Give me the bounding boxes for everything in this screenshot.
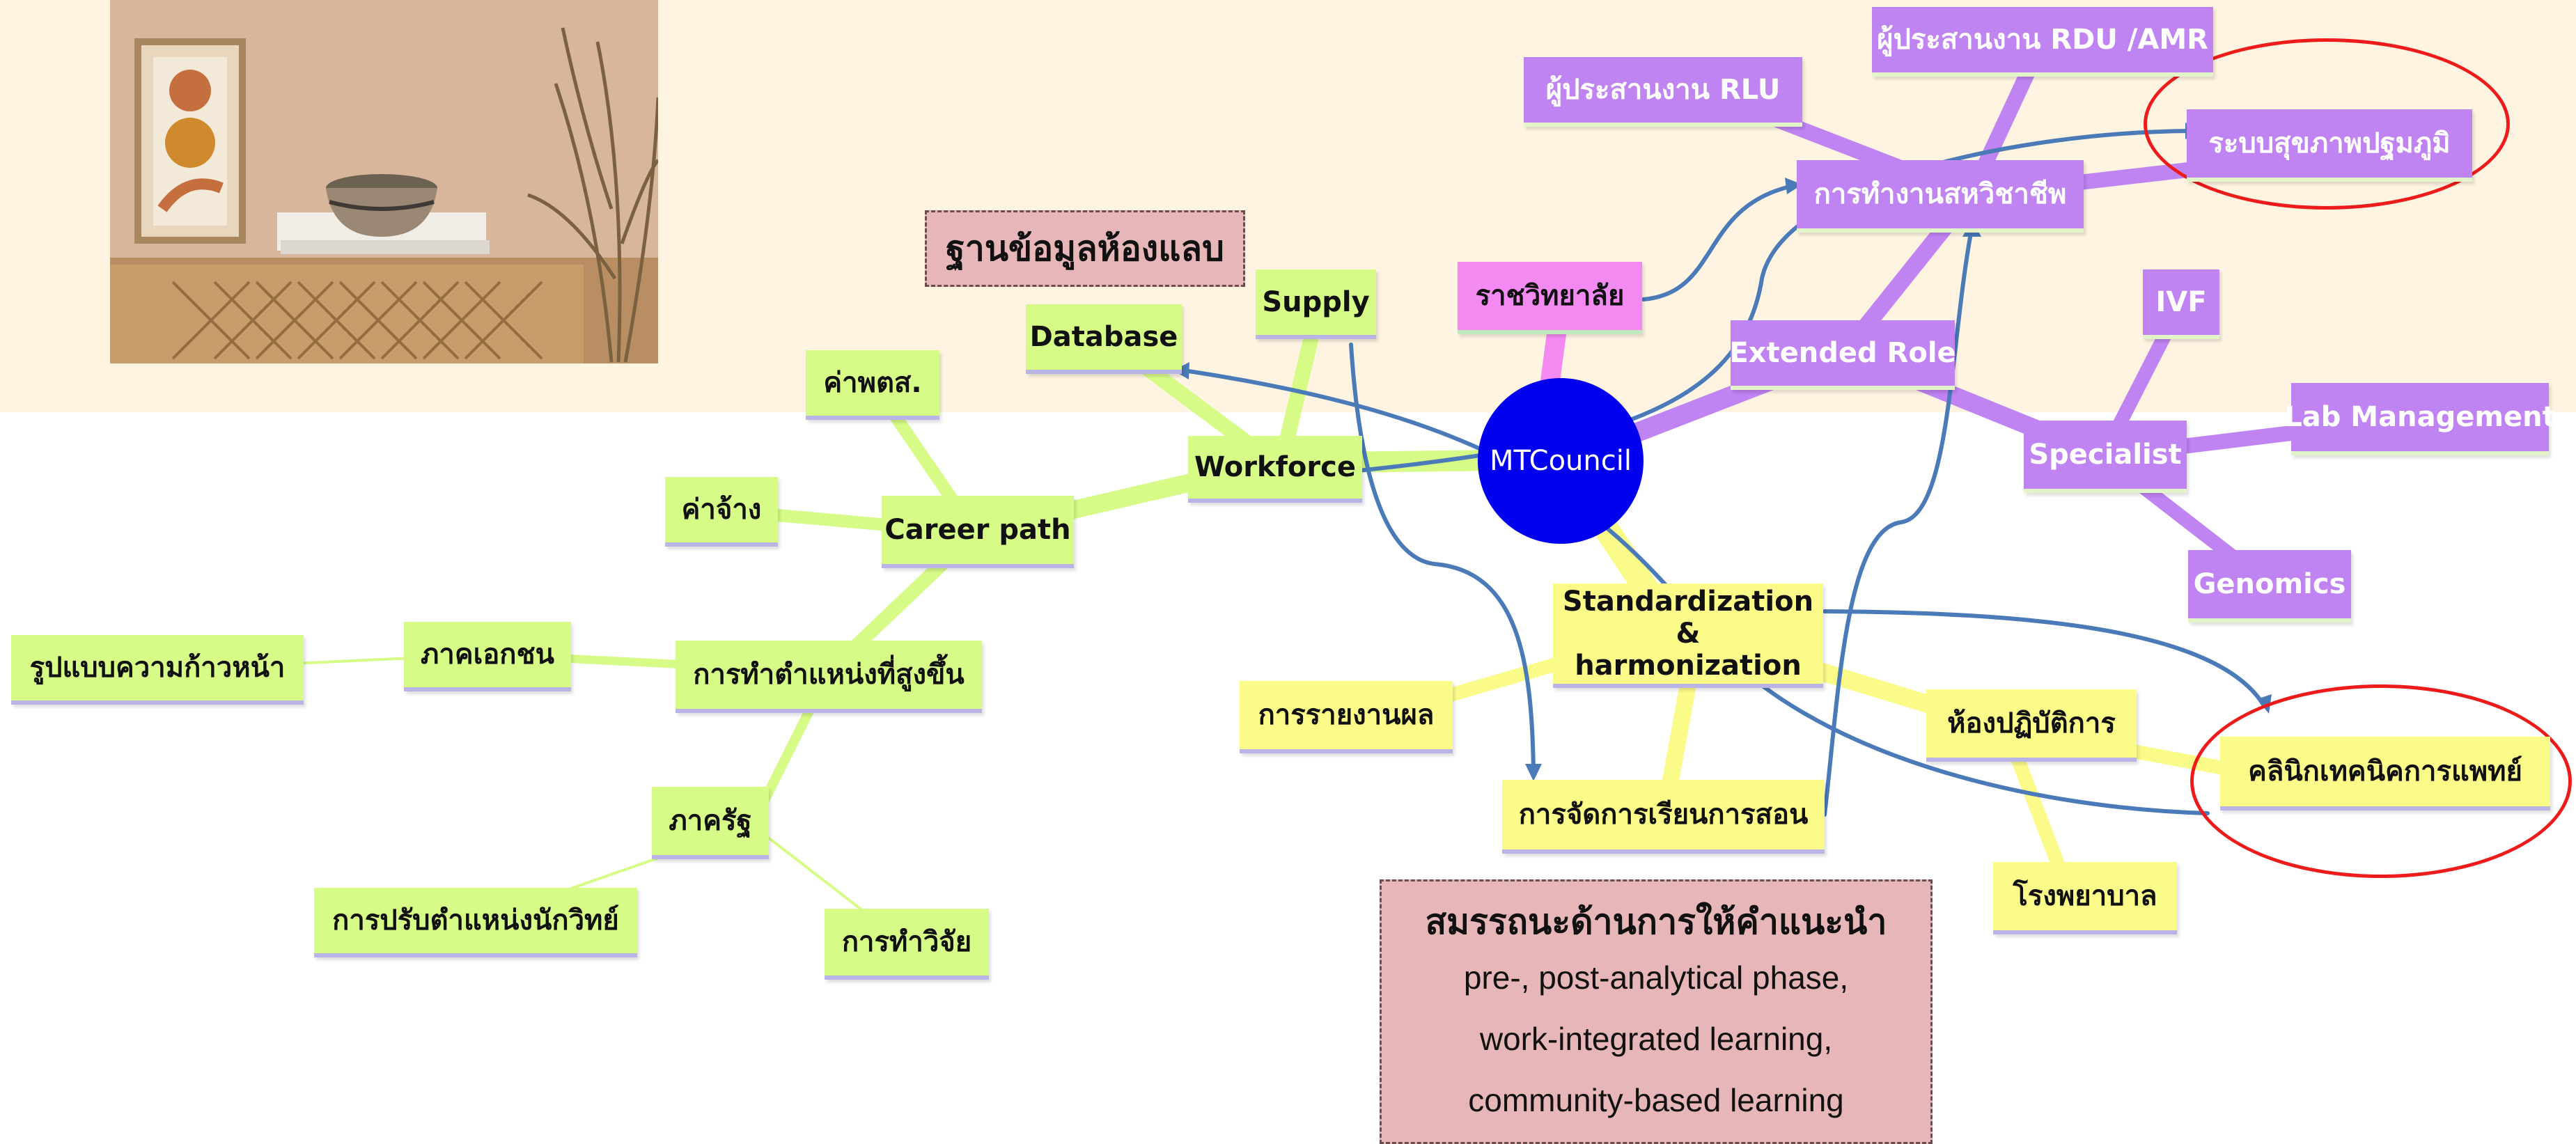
node-extended-role[interactable]: Extended Role bbox=[1729, 320, 1956, 390]
node-hospital[interactable]: โรงพยาบาล bbox=[1993, 862, 2177, 934]
competency-note: สมรรถนะด้านการให้คำแนะนำ pre-, post-anal… bbox=[1380, 879, 1933, 1144]
lab-database-note-text: ฐานข้อมูลห้องแลบ bbox=[946, 228, 1224, 269]
node-specialist[interactable]: Specialist bbox=[2024, 421, 2187, 493]
node-rlu-coordinator[interactable]: ผู้ประสานงาน RLU bbox=[1524, 57, 1802, 127]
node-royal-college[interactable]: ราชวิทยาลัย bbox=[1458, 262, 1642, 334]
lab-database-note: ฐานข้อมูลห้องแลบ bbox=[925, 210, 1245, 287]
center-node-mtcouncil[interactable]: MTCouncil bbox=[1478, 378, 1644, 544]
node-primary-care[interactable]: ระบบสุขภาพปฐมภูมิ bbox=[2187, 109, 2472, 182]
primary-care-highlight bbox=[2144, 38, 2510, 210]
node-promotion[interactable]: การทำตำแหน่งที่สูงขึ้น bbox=[676, 641, 982, 713]
node-career-path[interactable]: Career path bbox=[882, 496, 1074, 568]
decor-photo bbox=[110, 0, 658, 363]
node-mt-clinic[interactable]: คลินิกเทคนิคการแพทย์ bbox=[2220, 737, 2550, 810]
node-teaching-management[interactable]: การจัดการเรียนการสอน bbox=[1502, 780, 1825, 854]
node-interprofessional[interactable]: การทำงานสหวิชาชีพ bbox=[1797, 160, 2084, 233]
node-laboratory[interactable]: ห้องปฏิบัติการ bbox=[1926, 689, 2137, 762]
competency-note-line: pre-, post-analytical phase, bbox=[1463, 959, 1849, 996]
node-reporting[interactable]: การรายงานผล bbox=[1240, 681, 1453, 753]
center-node-label: MTCouncil bbox=[1490, 445, 1632, 477]
mt-clinic-highlight bbox=[2190, 684, 2572, 878]
competency-note-line: community-based learning bbox=[1468, 1082, 1844, 1118]
node-research[interactable]: การทำวิจัย bbox=[825, 909, 989, 980]
node-ivf[interactable]: IVF bbox=[2143, 269, 2219, 339]
node-standardization[interactable]: Standardization & harmonization bbox=[1553, 583, 1823, 688]
node-rdu-amr-coordinator[interactable]: ผู้ประสานงาน RDU /AMR bbox=[1872, 7, 2213, 77]
node-database[interactable]: Database bbox=[1026, 304, 1182, 374]
node-genomics[interactable]: Genomics bbox=[2188, 550, 2351, 622]
competency-note-line: work-integrated learning, bbox=[1479, 1021, 1833, 1057]
node-workforce[interactable]: Workforce bbox=[1188, 436, 1362, 503]
node-lab-management[interactable]: Lab Management bbox=[2284, 383, 2556, 455]
node-public-sector[interactable]: ภาครัฐ bbox=[652, 787, 769, 859]
node-progress-model[interactable]: รูปแบบความก้าวหน้า bbox=[11, 635, 304, 705]
node-private-sector[interactable]: ภาคเอกชน bbox=[404, 622, 571, 691]
node-supply[interactable]: Supply bbox=[1256, 269, 1376, 339]
competency-note-title: สมรรถนะด้านการให้คำแนะนำ bbox=[1425, 902, 1887, 942]
node-scientist-reposition[interactable]: การปรับตำแหน่งนักวิทย์ bbox=[314, 888, 637, 957]
node-pts-fee[interactable]: ค่าพตส. bbox=[806, 350, 939, 420]
node-wages[interactable]: ค่าจ้าง bbox=[665, 477, 778, 547]
